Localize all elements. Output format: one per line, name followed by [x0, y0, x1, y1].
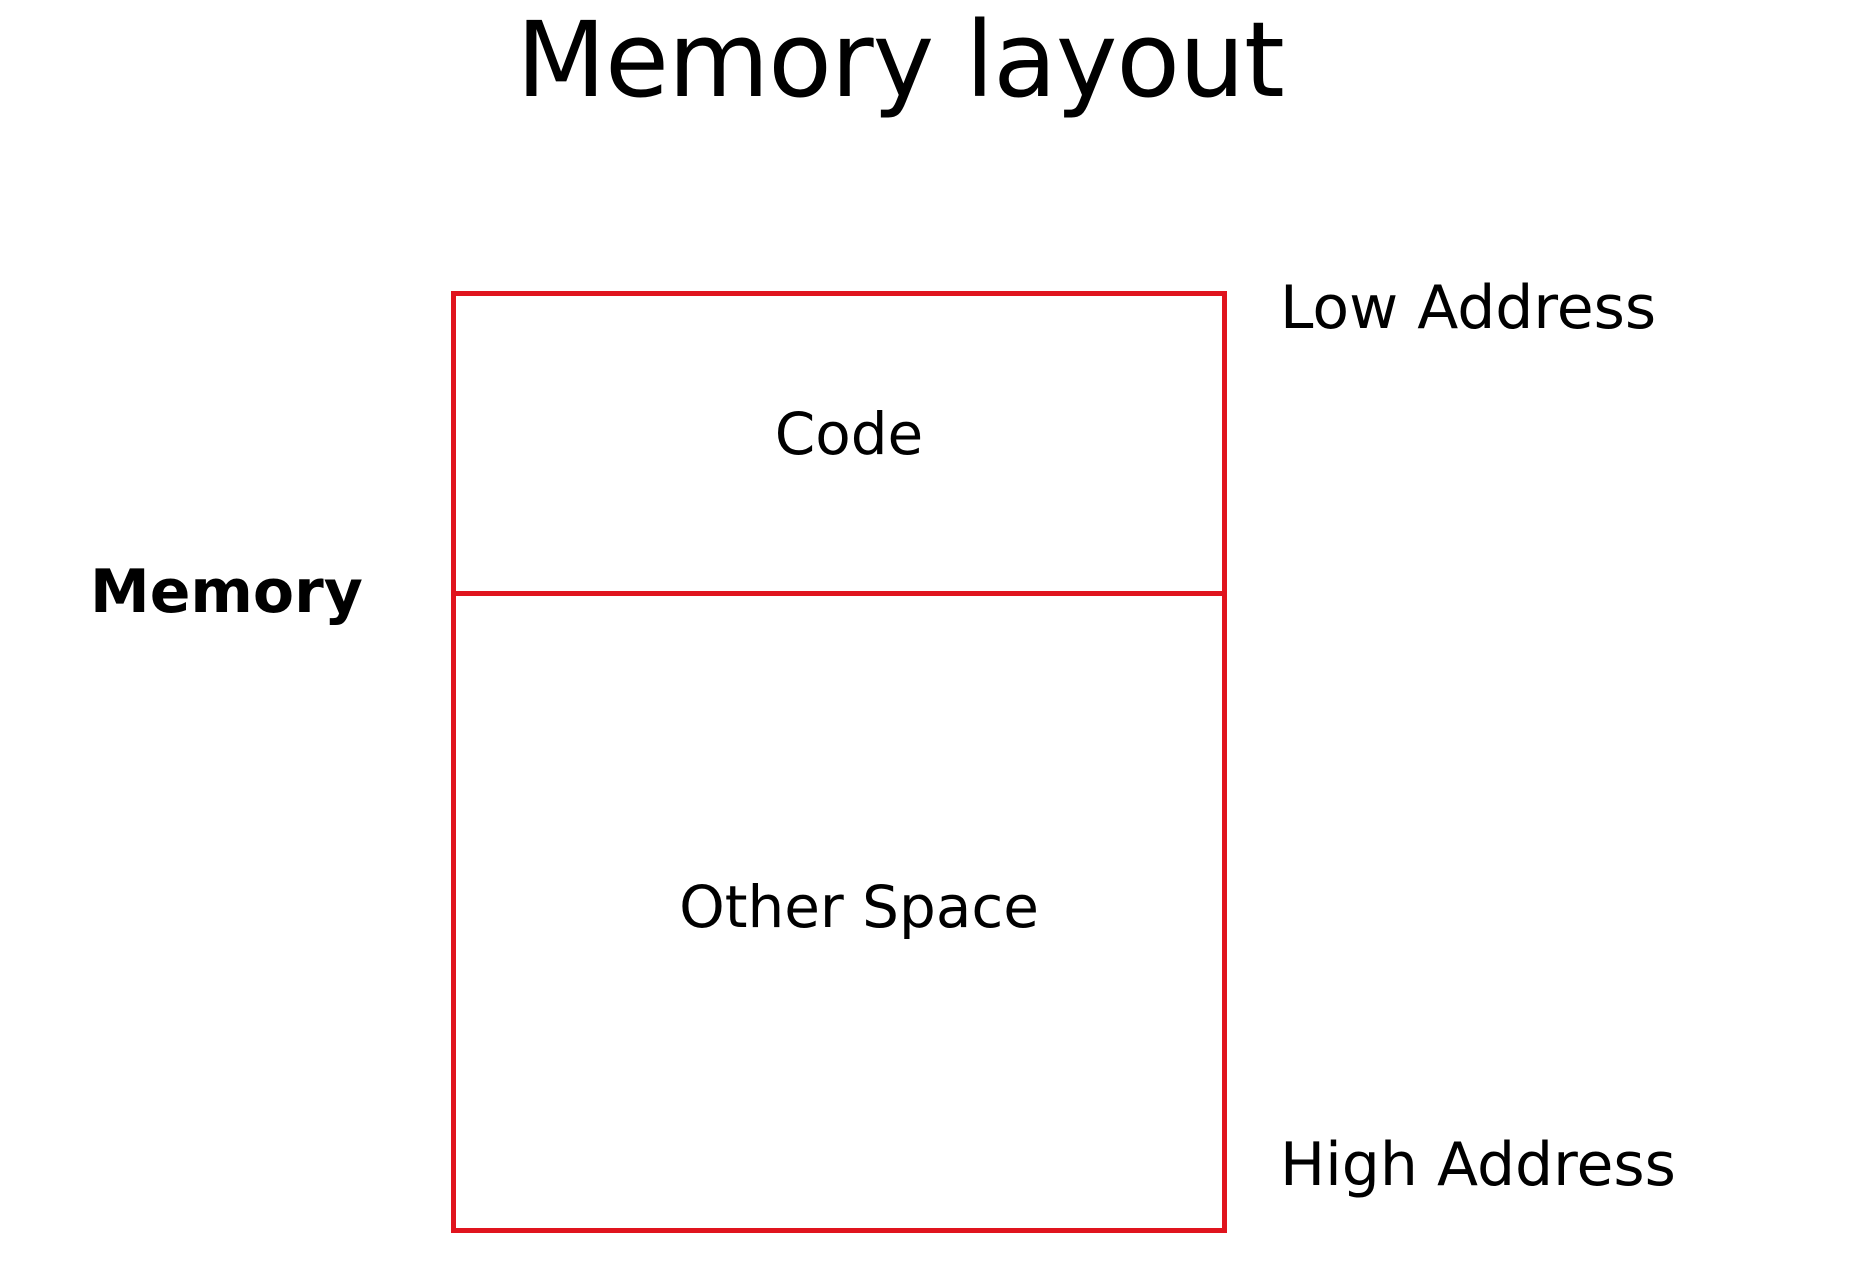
other-space-segment-label: Other Space — [679, 873, 1039, 941]
code-segment: Code — [456, 296, 1222, 596]
code-segment-label: Code — [774, 399, 924, 468]
low-address-label: Low Address — [1280, 273, 1657, 343]
high-address-label: High Address — [1280, 1130, 1676, 1200]
memory-label: Memory — [90, 557, 363, 627]
memory-layout-box: Code Other Space — [451, 291, 1227, 1233]
diagram-title: Memory layout — [516, 0, 1285, 121]
other-space-segment: Other Space — [456, 596, 1222, 1228]
